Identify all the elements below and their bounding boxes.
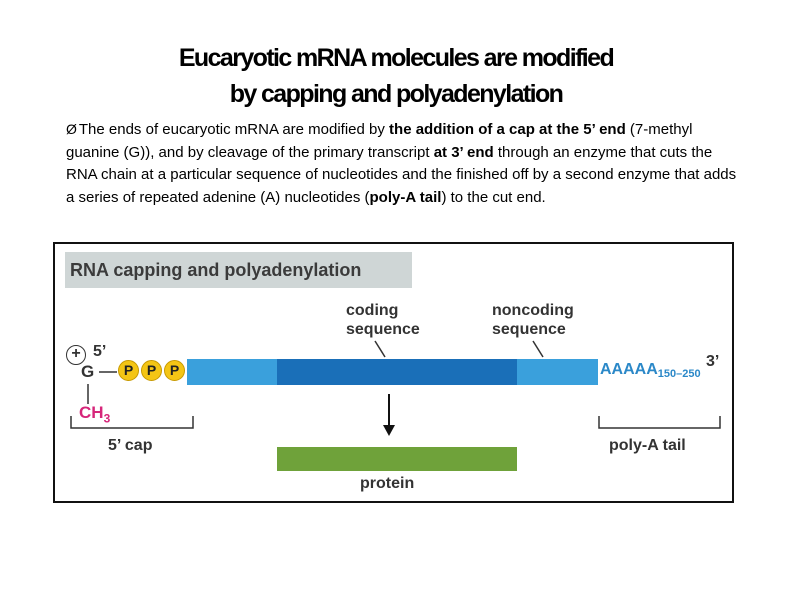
phosphate-3: P <box>164 360 185 381</box>
para-text-1: The ends of eucaryotic mRNA are modified… <box>78 121 390 138</box>
noncoding-line-1: noncoding <box>492 302 574 319</box>
methyl-subscript: 3 <box>103 411 111 426</box>
coding-line-1: coding <box>346 302 399 319</box>
rna-capping-figure: RNA capping and polyadenylation + 5’ G P… <box>53 242 734 503</box>
polya-tail-label: poly-A tail <box>609 437 686 454</box>
para-text-3: through an enzyme that cuts the RNA chai… <box>66 143 737 206</box>
coding-pointer-line <box>374 340 386 358</box>
polya-bracket <box>598 416 721 429</box>
para-bold-3: poly-A tail <box>369 188 442 206</box>
coding-sequence-label: coding sequence <box>346 301 420 339</box>
para-bold-1: the addition of a cap at the 5’ end <box>389 121 626 138</box>
cap-bracket <box>70 416 194 429</box>
para-text-2: (7-methyl guanine (G)), and by cleavage … <box>66 121 693 161</box>
polya-sequence-label: AAAAA150–250 <box>600 361 701 380</box>
protein-label: protein <box>360 475 415 492</box>
arrow-bullet-icon: Ø <box>66 121 77 137</box>
methyl-ch: CH <box>79 403 104 422</box>
slide-title-line-2: by capping and polyadenylation <box>229 80 564 108</box>
phosphate-2: P <box>141 360 162 381</box>
para-bold-2: at 3’ end <box>433 143 494 161</box>
polya-length: 150–250 <box>657 368 701 380</box>
noncoding-line-2: sequence <box>492 321 566 338</box>
translation-arrow-head <box>383 425 395 436</box>
noncoding-pointer-line <box>532 340 544 358</box>
plus-circle-icon: + <box>66 345 86 365</box>
coding-line-2: sequence <box>346 321 420 338</box>
five-prime-label: 5’ <box>93 343 107 360</box>
three-prime-label: 3’ <box>706 353 720 370</box>
slide-title-line-1: Eucaryotic mRNA molecules are modified <box>178 44 615 72</box>
polya-text: AAAAA <box>600 361 658 378</box>
noncoding-sequence-label: noncoding sequence <box>492 301 574 339</box>
phosphate-1: P <box>118 360 139 381</box>
coding-region <box>277 359 517 385</box>
slide-title: Eucaryotic mRNA molecules are modified b… <box>0 40 792 112</box>
figure-heading: RNA capping and polyadenylation <box>65 252 412 288</box>
five-prime-cap-label: 5’ cap <box>108 437 153 454</box>
methyl-group-label: CH3 <box>79 403 110 428</box>
figure-connector-lines <box>70 340 721 436</box>
para-text-4: ) to the cut end. <box>441 188 546 206</box>
guanine-label: G <box>81 362 95 381</box>
protein-bar <box>277 447 517 471</box>
